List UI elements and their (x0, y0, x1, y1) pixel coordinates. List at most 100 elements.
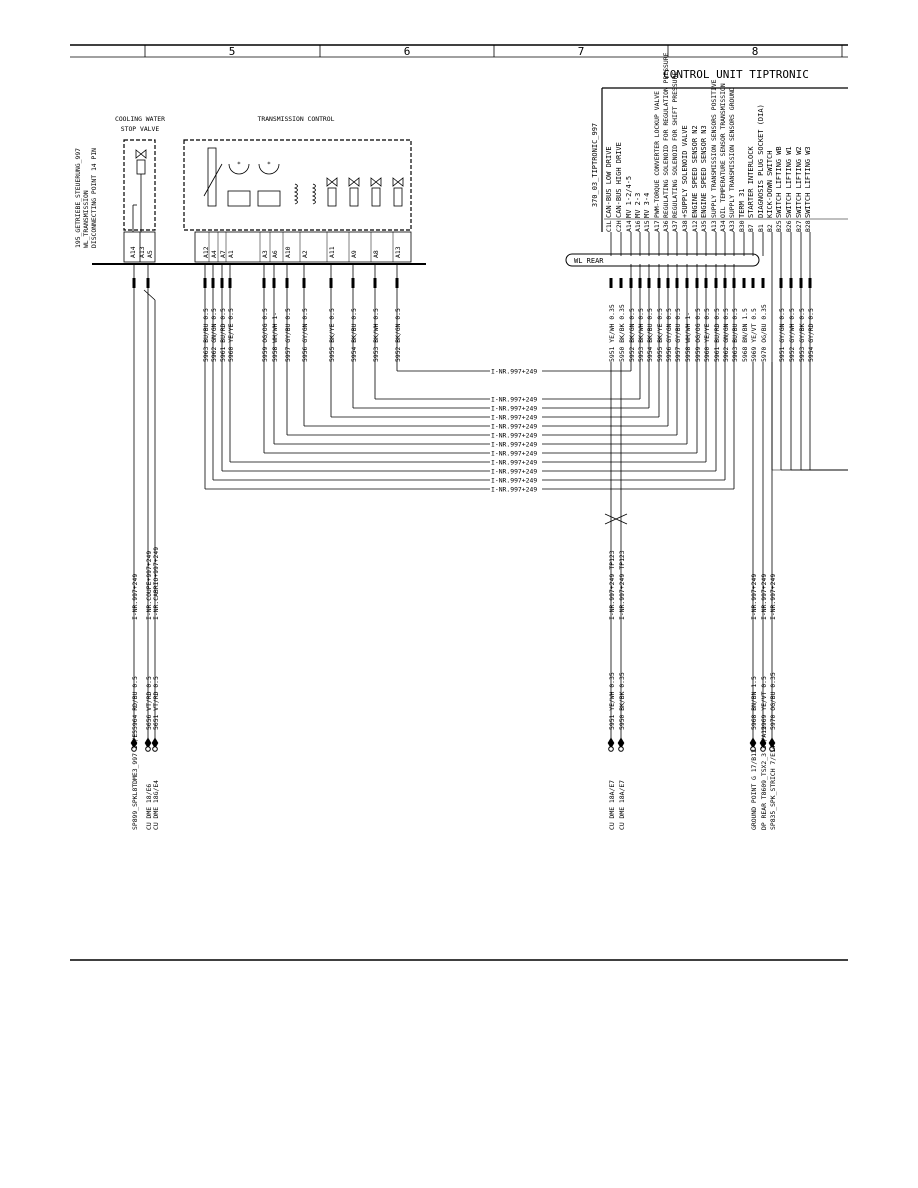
right-bottom-dest-0: GROUND POINT G 17/B12 (750, 749, 758, 830)
tc-wire-label-0: 5963 BU/BU 0.5 (202, 308, 210, 362)
mid-bottom-dest-0: CU DME 18A/E7 (608, 780, 616, 830)
cooling-valve-pin-a14: A14 (129, 246, 137, 258)
left-bottom-inr-1: I-NR.COUPE+997+249 (145, 551, 153, 620)
valve-coil-4 (393, 187, 403, 207)
left-bottom-plug-0-ring (131, 746, 137, 752)
mid-bottom-dest-1: CU DME 18A/E7 (618, 780, 626, 830)
cu-wire-label-7: 5957 GY/BU 0.5 (674, 308, 682, 362)
wl-rear-bus-label: WL REAR (574, 257, 604, 265)
tc-wire-label-10: 5953 BK/WH 0.5 (372, 308, 380, 362)
tc-wire-label-6: 5957 GY/BU 0.5 (284, 308, 292, 362)
cu-pin-a33: A33 (728, 220, 736, 232)
tc-wire-inr-0: I-NR.997+249 (491, 486, 537, 494)
cu-wire-marker-2 (629, 278, 633, 288)
cu-pin-b7: B7 (747, 224, 755, 232)
cu-switch-label-2: 5953 GY/BK 0.5 (798, 308, 806, 362)
cu-pin-c1l: C1L (605, 220, 613, 232)
cu-wire-marker-14 (742, 278, 746, 288)
valve-coil-1 (327, 187, 337, 207)
cu-pin-b28: B28 (804, 220, 812, 232)
cu-switch-label-0: 5951 GY/GN 0.5 (778, 308, 786, 362)
left-bottom-plug-2 (151, 737, 159, 749)
cu-pin-label-b2: KICK-DOWN SWITCH (766, 151, 774, 218)
cu-pin-a14: A14 (625, 220, 633, 232)
mid-bottom-inr-1: I-NR.997+249 (618, 574, 626, 620)
right-bottom-label-1: 5969 YE/VT 0.5 (760, 676, 768, 730)
cu-wire-marker-3 (638, 278, 642, 288)
right-bottom-inr-0: I-NR.997+249 (750, 574, 758, 620)
control-unit-title: CONTROL UNIT TIPTRONIC (663, 68, 809, 81)
cu-pin-label-b30: TERM 31 (738, 188, 746, 218)
mid-bottom-plug-0 (607, 737, 615, 749)
transmission-control-internals: * * (203, 147, 316, 207)
tc-pin-a11-8: A11 (328, 246, 336, 258)
cu-pin-label-b28: SWITCH LIFTING W3 (804, 146, 812, 218)
right-bottom-plug-1-ring (760, 746, 766, 752)
cu-wire-marker-0 (609, 278, 613, 288)
transmission-control-title: TRANSMISSION CONTROL (258, 115, 335, 123)
cu-pin-label-a35: ENGINE SPEED SENSOR N3 (700, 125, 708, 218)
can-tp-label-0: TP123 (608, 550, 616, 569)
control-unit-frame (601, 87, 848, 232)
cu-pin-a15: A15 (643, 220, 651, 232)
tc-pin-a7-2: A7 (219, 250, 227, 258)
left-bottom-inr-0: I-NR.997+249 (131, 574, 139, 620)
cu-pin-a37: A37 (671, 220, 679, 232)
left-bottom-plug-1 (144, 737, 152, 749)
cooling-valve-title-1: COOLING WATER (115, 115, 165, 123)
tc-wire-inr-6: I-NR.997+249 (491, 432, 537, 440)
cu-switch-marker-0 (779, 278, 783, 288)
tc-wire-inr-8: I-NR.997+249 (491, 414, 537, 422)
cu-pin-b25: B25 (775, 220, 783, 232)
right-bottom-label-2: 5970 OG/BU 0.35 (769, 672, 777, 730)
cu-wire-marker-4 (647, 278, 651, 288)
mid-bottom-label-0: 5951 YE/WH 0.35 (608, 672, 616, 730)
cu-wire-marker-6 (666, 278, 670, 288)
can-twist-cross (604, 513, 628, 525)
cu-wire-marker-13 (732, 278, 736, 288)
tc-wire-inr-7: I-NR.997+249 (491, 423, 537, 431)
right-bottom-inr-2: I-NR.997+249 (769, 574, 777, 620)
tc-wire-label-1: 5962 GN/GN 0.5 (210, 308, 218, 362)
cu-switch-label-3: 5954 GY/RD 0.5 (807, 308, 815, 362)
cooling-valve-title-2: STOP VALVE (121, 125, 160, 133)
wl-rear-bus-outline (565, 253, 760, 267)
right-bottom-inr-1: I-NR.997+249 (760, 574, 768, 620)
grid-column-5: 5 (229, 45, 236, 58)
grid-header (70, 44, 848, 58)
tc-pin-a10-6: A10 (284, 246, 292, 258)
cu-pin-label-a38: +SUPPLY SOLENOID VALVE (681, 125, 689, 218)
mid-bottom-label-1: 5950 BK/BK 0.35 (618, 672, 626, 730)
valve-symbol-3 (370, 177, 382, 187)
cu-pin-label-a12: ENGINE SPEED SENSOR N2 (691, 125, 699, 218)
cu-pin-c2h: C2H (615, 220, 623, 232)
cu-pin-label-b7: STARTER INTERLOCK (747, 146, 755, 218)
tc-pin-a13-11: A13 (394, 246, 402, 258)
cu-wire-label-4: 5954 BK/BU 0.5 (646, 308, 654, 362)
left-bottom-label-0: 5964 RD/BU 0.5 (131, 676, 139, 730)
tc-wire-inr-9: I-NR.997+249 (491, 405, 537, 413)
tc-wire-inr-11: I-NR.997+249 (491, 368, 537, 376)
right-bottom-plug-2 (768, 737, 776, 749)
cu-pin-label-a14: MV 1-2/4-5 (625, 176, 633, 218)
cu-pin-a12: A12 (691, 220, 699, 232)
cu-pin-b1: B1 (757, 224, 765, 232)
cu-pin-a13: A13 (710, 220, 718, 232)
svg-text:*: * (237, 160, 241, 168)
tc-pin-a1-3: A1 (227, 250, 235, 258)
cu-pin-a34: A34 (719, 220, 727, 232)
wire-layer: 5963 BU/BU 0.5I-NR.997+249 5962 GN/GN 0.5… (130, 232, 848, 830)
cu-pin-b26: B26 (785, 220, 793, 232)
cu-wire-label-15: 5969 YE/VT 0.5 (750, 308, 758, 362)
cu-wire-label-10: 5960 YE/YE 0.5 (703, 308, 711, 362)
cu-pin-a17: A17 (653, 220, 661, 232)
cooling-valve-box (123, 139, 156, 231)
grid-column-8: 8 (752, 45, 759, 58)
tc-wire-label-2: 5961 BU/RD 0.5 (219, 308, 227, 362)
tc-wire-label-4: 5959 OG/OG 0.5 (261, 308, 269, 362)
right-bottom-dest-1: DP REAR T8609_TSX2_3 38/A12 (760, 726, 768, 830)
cu-wire-marker-5 (657, 278, 661, 288)
tc-wire-label-8: 5955 BK/YE 0.5 (328, 308, 336, 362)
tc-wire-label-11: 5952 BK/GN 0.5 (394, 308, 402, 362)
